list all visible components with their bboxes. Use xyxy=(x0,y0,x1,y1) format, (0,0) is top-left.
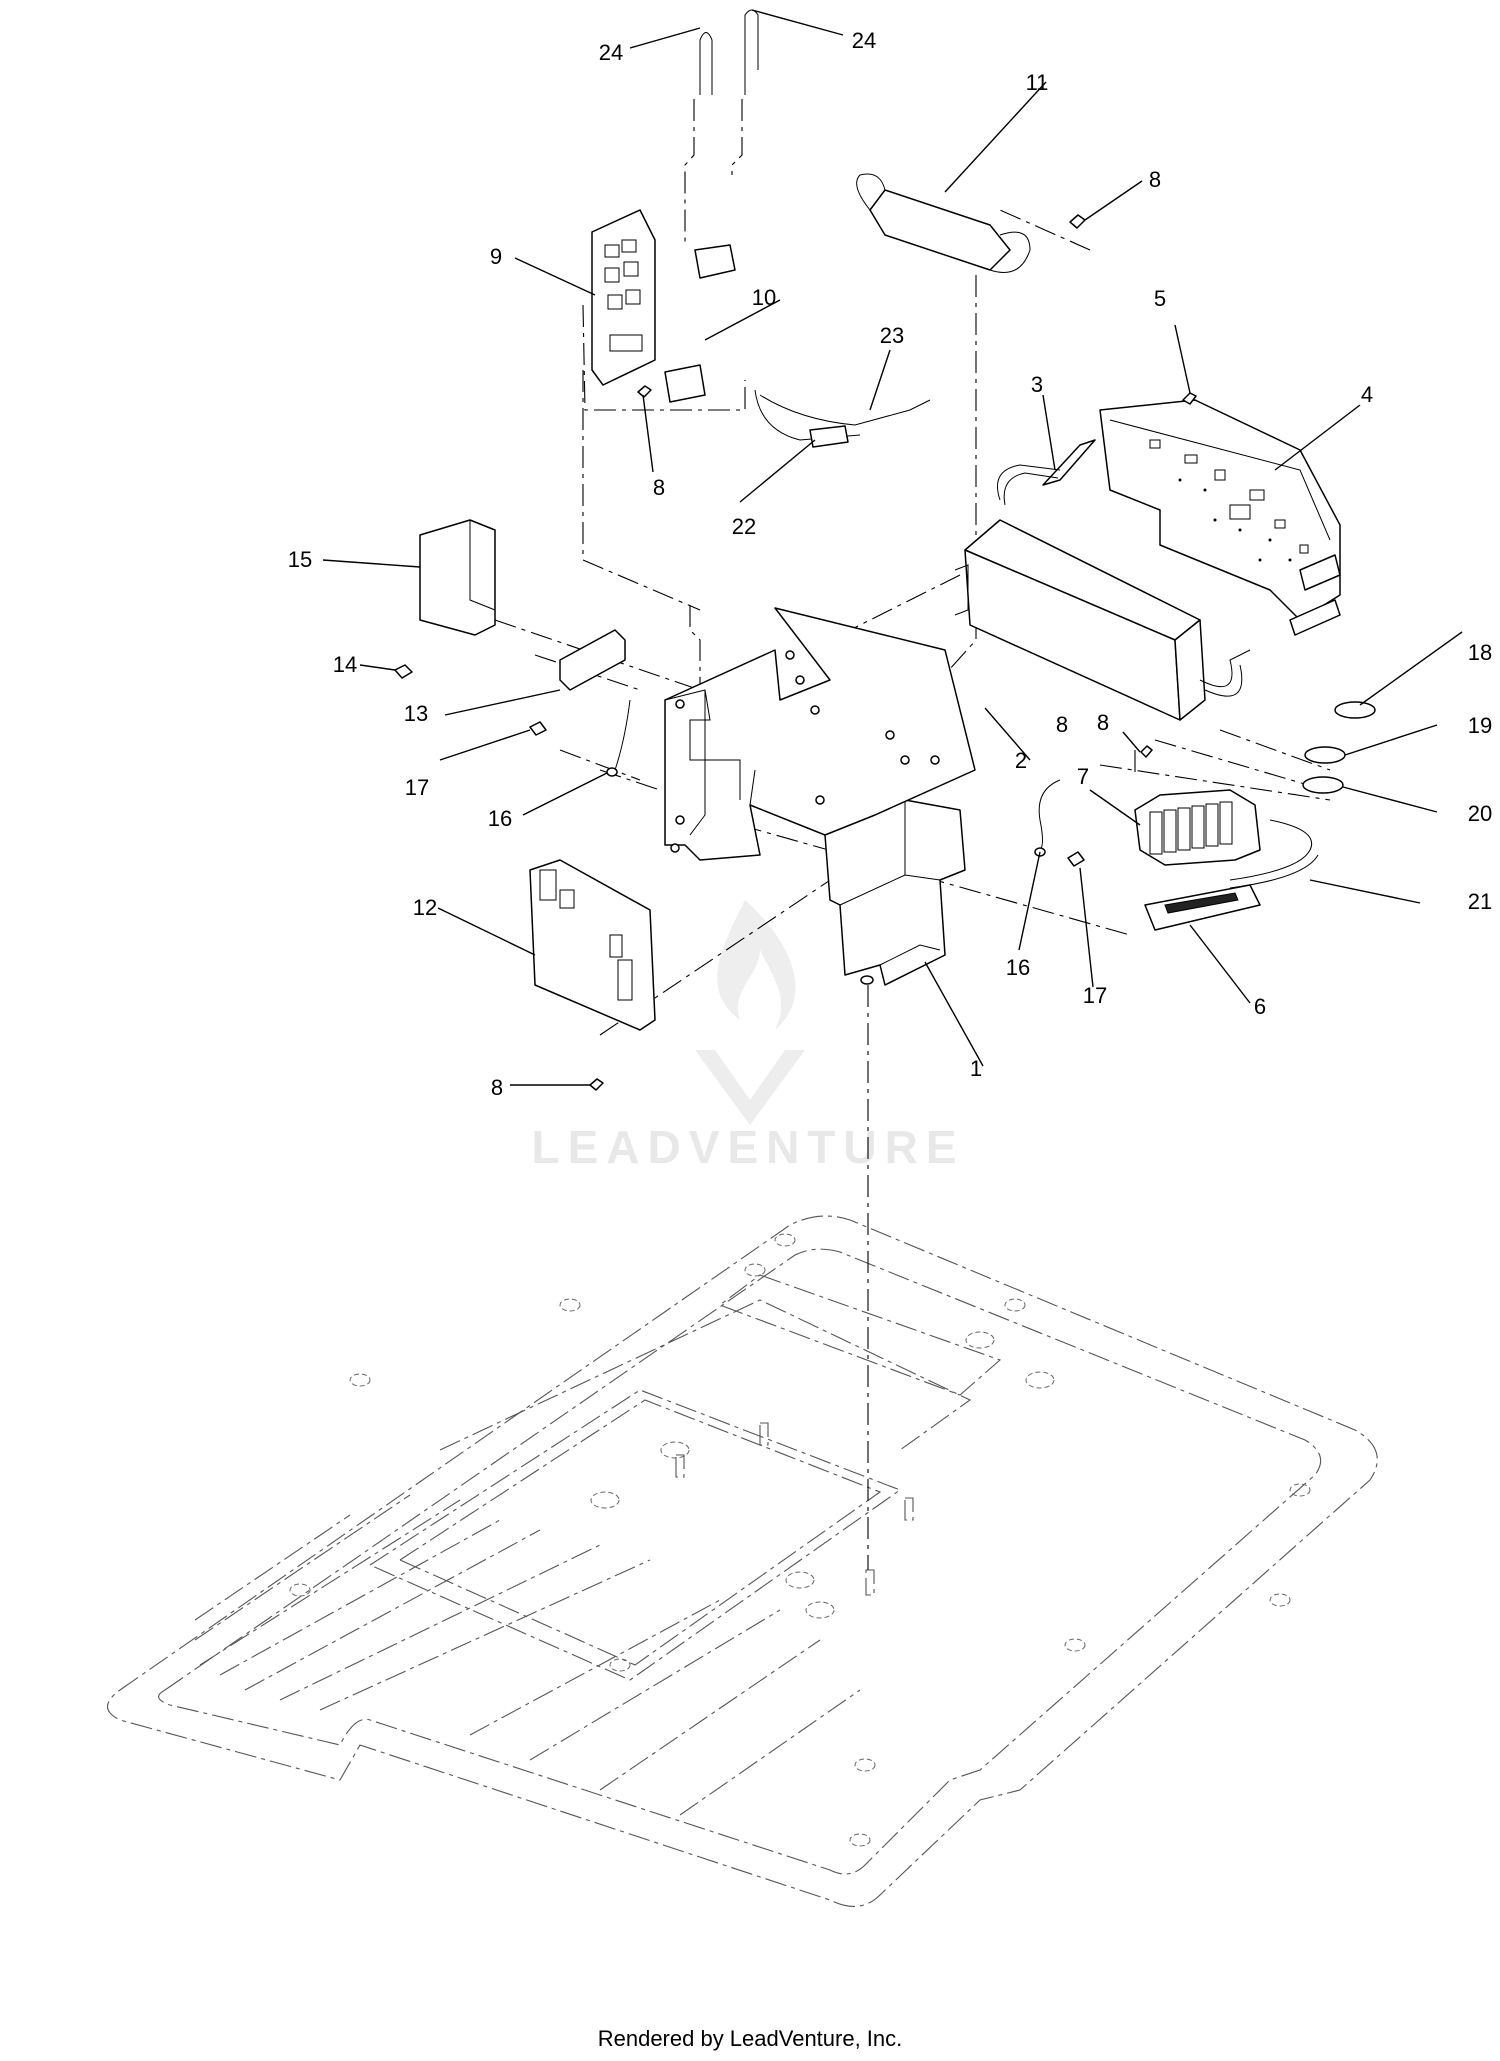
callout-14: 14 xyxy=(333,652,357,677)
callout-leaders xyxy=(322,9,1463,1086)
callout-3: 3 xyxy=(1031,372,1043,397)
part-14-screw xyxy=(394,664,413,679)
callout-17-left: 17 xyxy=(405,775,429,800)
callout-4: 4 xyxy=(1361,382,1373,407)
callout-5: 5 xyxy=(1154,286,1166,311)
callout-8-board9: 8 xyxy=(653,475,665,500)
part-9-pcb xyxy=(591,209,656,386)
callout-16-left: 16 xyxy=(488,806,512,831)
wire-harness-4 xyxy=(997,464,1251,697)
part-12-pcb xyxy=(529,859,656,1031)
callout-18: 18 xyxy=(1468,640,1492,665)
callout-23: 23 xyxy=(880,323,904,348)
part-10-connectors xyxy=(664,244,736,403)
part-22-23-fuse-holder xyxy=(754,389,931,448)
part-15-block xyxy=(419,519,496,636)
part-17-screw xyxy=(529,721,1085,867)
callout-20: 20 xyxy=(1468,801,1492,826)
explosion-centerlines xyxy=(494,99,1331,1570)
part-2-enclosure-box xyxy=(954,519,1206,721)
part-3-standoff xyxy=(1042,439,1341,636)
callout-2: 2 xyxy=(1015,748,1027,773)
watermark: LEADVENTURE xyxy=(531,900,964,1173)
callout-7: 7 xyxy=(1077,764,1089,789)
callout-24-right: 24 xyxy=(852,28,876,53)
callout-8-board12: 8 xyxy=(491,1075,503,1100)
callout-10: 10 xyxy=(752,285,776,310)
part-7-terminal-block xyxy=(1134,789,1261,866)
callout-22: 22 xyxy=(732,514,756,539)
callout-24-left: 24 xyxy=(599,40,623,65)
callout-13: 13 xyxy=(404,701,428,726)
watermark-flame-icon xyxy=(717,900,796,1030)
part-1-bracket xyxy=(824,799,966,986)
callout-8-extra: 8 xyxy=(1097,710,1109,735)
part-21-wire xyxy=(1229,819,1319,889)
callout-8-top: 8 xyxy=(1149,167,1161,192)
callout-15: 15 xyxy=(288,547,312,572)
callout-6: 6 xyxy=(1254,994,1266,1019)
callout-16-right: 16 xyxy=(1006,955,1030,980)
callout-8-right: 8 xyxy=(1056,712,1068,737)
part-8-screws xyxy=(589,214,1153,1091)
watermark-text: LEADVENTURE xyxy=(531,1121,964,1173)
callout-11: 11 xyxy=(1026,70,1049,95)
callout-21: 21 xyxy=(1468,889,1492,914)
part-24-wires xyxy=(699,9,759,95)
callout-12: 12 xyxy=(413,895,437,920)
part-16-wire xyxy=(606,699,1061,857)
watermark-v-icon xyxy=(695,1050,805,1125)
part-5-screw xyxy=(1182,392,1197,405)
callout-labels: 1 2 3 4 5 6 7 8 8 8 8 8 9 10 11 12 13 14… xyxy=(288,28,1492,1100)
part-18-20-rings xyxy=(1302,701,1376,794)
part-13-bracket xyxy=(559,629,626,691)
callout-1: 1 xyxy=(970,1056,982,1081)
part-6-label-plate xyxy=(1144,884,1261,931)
callout-19: 19 xyxy=(1468,713,1492,738)
footer-credit: Rendered by LeadVenture, Inc. xyxy=(597,2026,903,2051)
part-2-main-plate xyxy=(664,607,976,861)
callout-9: 9 xyxy=(490,244,502,269)
base-platform xyxy=(106,1215,1378,1907)
callout-17-right: 17 xyxy=(1083,983,1107,1008)
part-11-filter xyxy=(856,173,1031,273)
